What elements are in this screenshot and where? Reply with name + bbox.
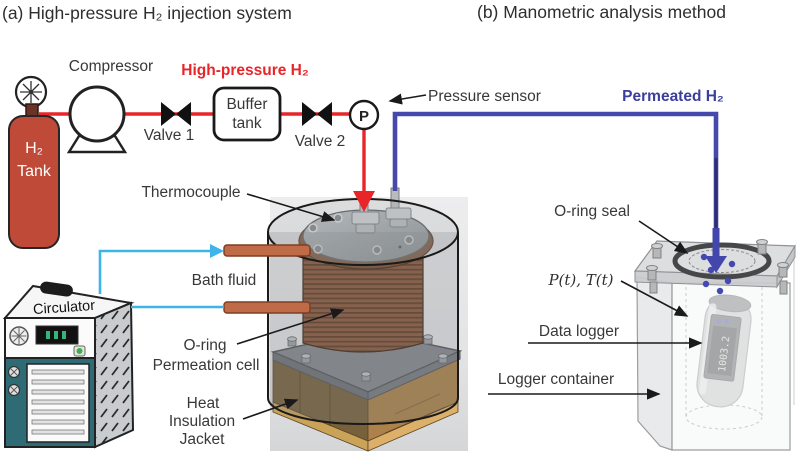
permeated-h2-label: Permeated H₂ <box>622 88 724 105</box>
bath-fluid-circuit <box>98 244 311 314</box>
chamber-top-dashed <box>688 249 756 273</box>
thermocouple-label: Thermocouple <box>141 184 240 201</box>
oring-pointer <box>236 308 345 345</box>
thermocouple-pointer <box>246 193 336 222</box>
fan-spokes <box>11 328 27 344</box>
buffer-tank <box>212 86 282 142</box>
heat-jacket-label1: Heat <box>187 395 220 412</box>
oring-label: O-ring <box>183 337 226 354</box>
base-plate-bolts <box>287 334 448 382</box>
compressor-circle-icon <box>68 85 126 143</box>
bath-fluid-arrow-icon <box>210 244 224 258</box>
front-knobs <box>7 365 21 397</box>
pressure-sensor-label: Pressure sensor <box>428 88 541 105</box>
heat-jacket-label2: Insulation <box>169 413 235 430</box>
container-left-wall <box>636 276 673 451</box>
valve2-icon <box>302 102 332 126</box>
permeated-h2-line <box>392 111 719 232</box>
circulator: Circulator <box>2 281 135 449</box>
circulator-handle <box>40 281 73 297</box>
title-panel-a: (a) High-pressure H₂ injection system <box>2 3 292 23</box>
lid-bolt-holes <box>308 213 414 255</box>
outlet-fitting <box>385 187 412 228</box>
valve1-label: Valve 1 <box>144 127 195 144</box>
copper-tube-upper <box>223 244 311 257</box>
pt-tt-label: P(t), T(t) <box>547 271 613 289</box>
oring-seal-icon <box>672 242 772 280</box>
pressure-sensor-icon <box>348 99 380 131</box>
annotations: Pressure sensor Permeated H₂ Thermocoupl… <box>141 88 723 448</box>
display-digits <box>46 331 66 339</box>
copper-tube-lower <box>223 301 311 314</box>
h2-tank: H₂ Tank <box>8 75 60 249</box>
heat-jacket-label3: Jacket <box>180 431 225 448</box>
valve1-icon <box>161 102 191 126</box>
data-logger-label: Data logger <box>539 323 619 340</box>
pressure-sensor-pointer <box>388 93 427 105</box>
oring-seal-label: O-ring seal <box>554 203 630 220</box>
tank-label-h2: H₂ <box>25 140 43 157</box>
high-pressure-h2-label: High-pressure H₂ <box>181 62 309 79</box>
valve2-label: Valve 2 <box>295 133 346 150</box>
h2-inlet-arrow-icon <box>353 191 375 212</box>
logger-container-label: Logger container <box>498 371 614 388</box>
heat-jacket-pointer <box>242 398 299 420</box>
pressure-sensor-symbol: P <box>359 108 369 125</box>
permeation-cell-label: Permeation cell <box>153 357 260 374</box>
permeated-h2-arrow-icon <box>705 256 727 273</box>
buffer-tank-label2: tank <box>232 115 262 132</box>
compressor-label: Compressor <box>69 58 153 75</box>
pt-pointer <box>620 280 689 317</box>
h2-gas-dots <box>700 253 736 295</box>
container-front-wall <box>671 282 791 451</box>
bath-fluid-label: Bath fluid <box>192 272 257 289</box>
logger-container: 1003.2 <box>633 228 797 451</box>
bath-fluid-line-supply <box>98 249 211 294</box>
wood-grain <box>299 367 446 434</box>
buffer-tank-label1: Buffer <box>226 96 267 113</box>
tank-label-tank: Tank <box>17 163 52 180</box>
tank-body <box>8 115 60 249</box>
oring-seal-pointer <box>638 220 689 254</box>
title-panel-b: (b) Manometric analysis method <box>477 2 726 22</box>
permeation-cell-assembly <box>270 187 463 452</box>
circulator-label: Circulator <box>33 298 96 318</box>
grille-slats <box>31 369 85 435</box>
container-bolts <box>646 239 789 295</box>
compressor <box>66 85 128 154</box>
side-vents <box>95 303 133 447</box>
